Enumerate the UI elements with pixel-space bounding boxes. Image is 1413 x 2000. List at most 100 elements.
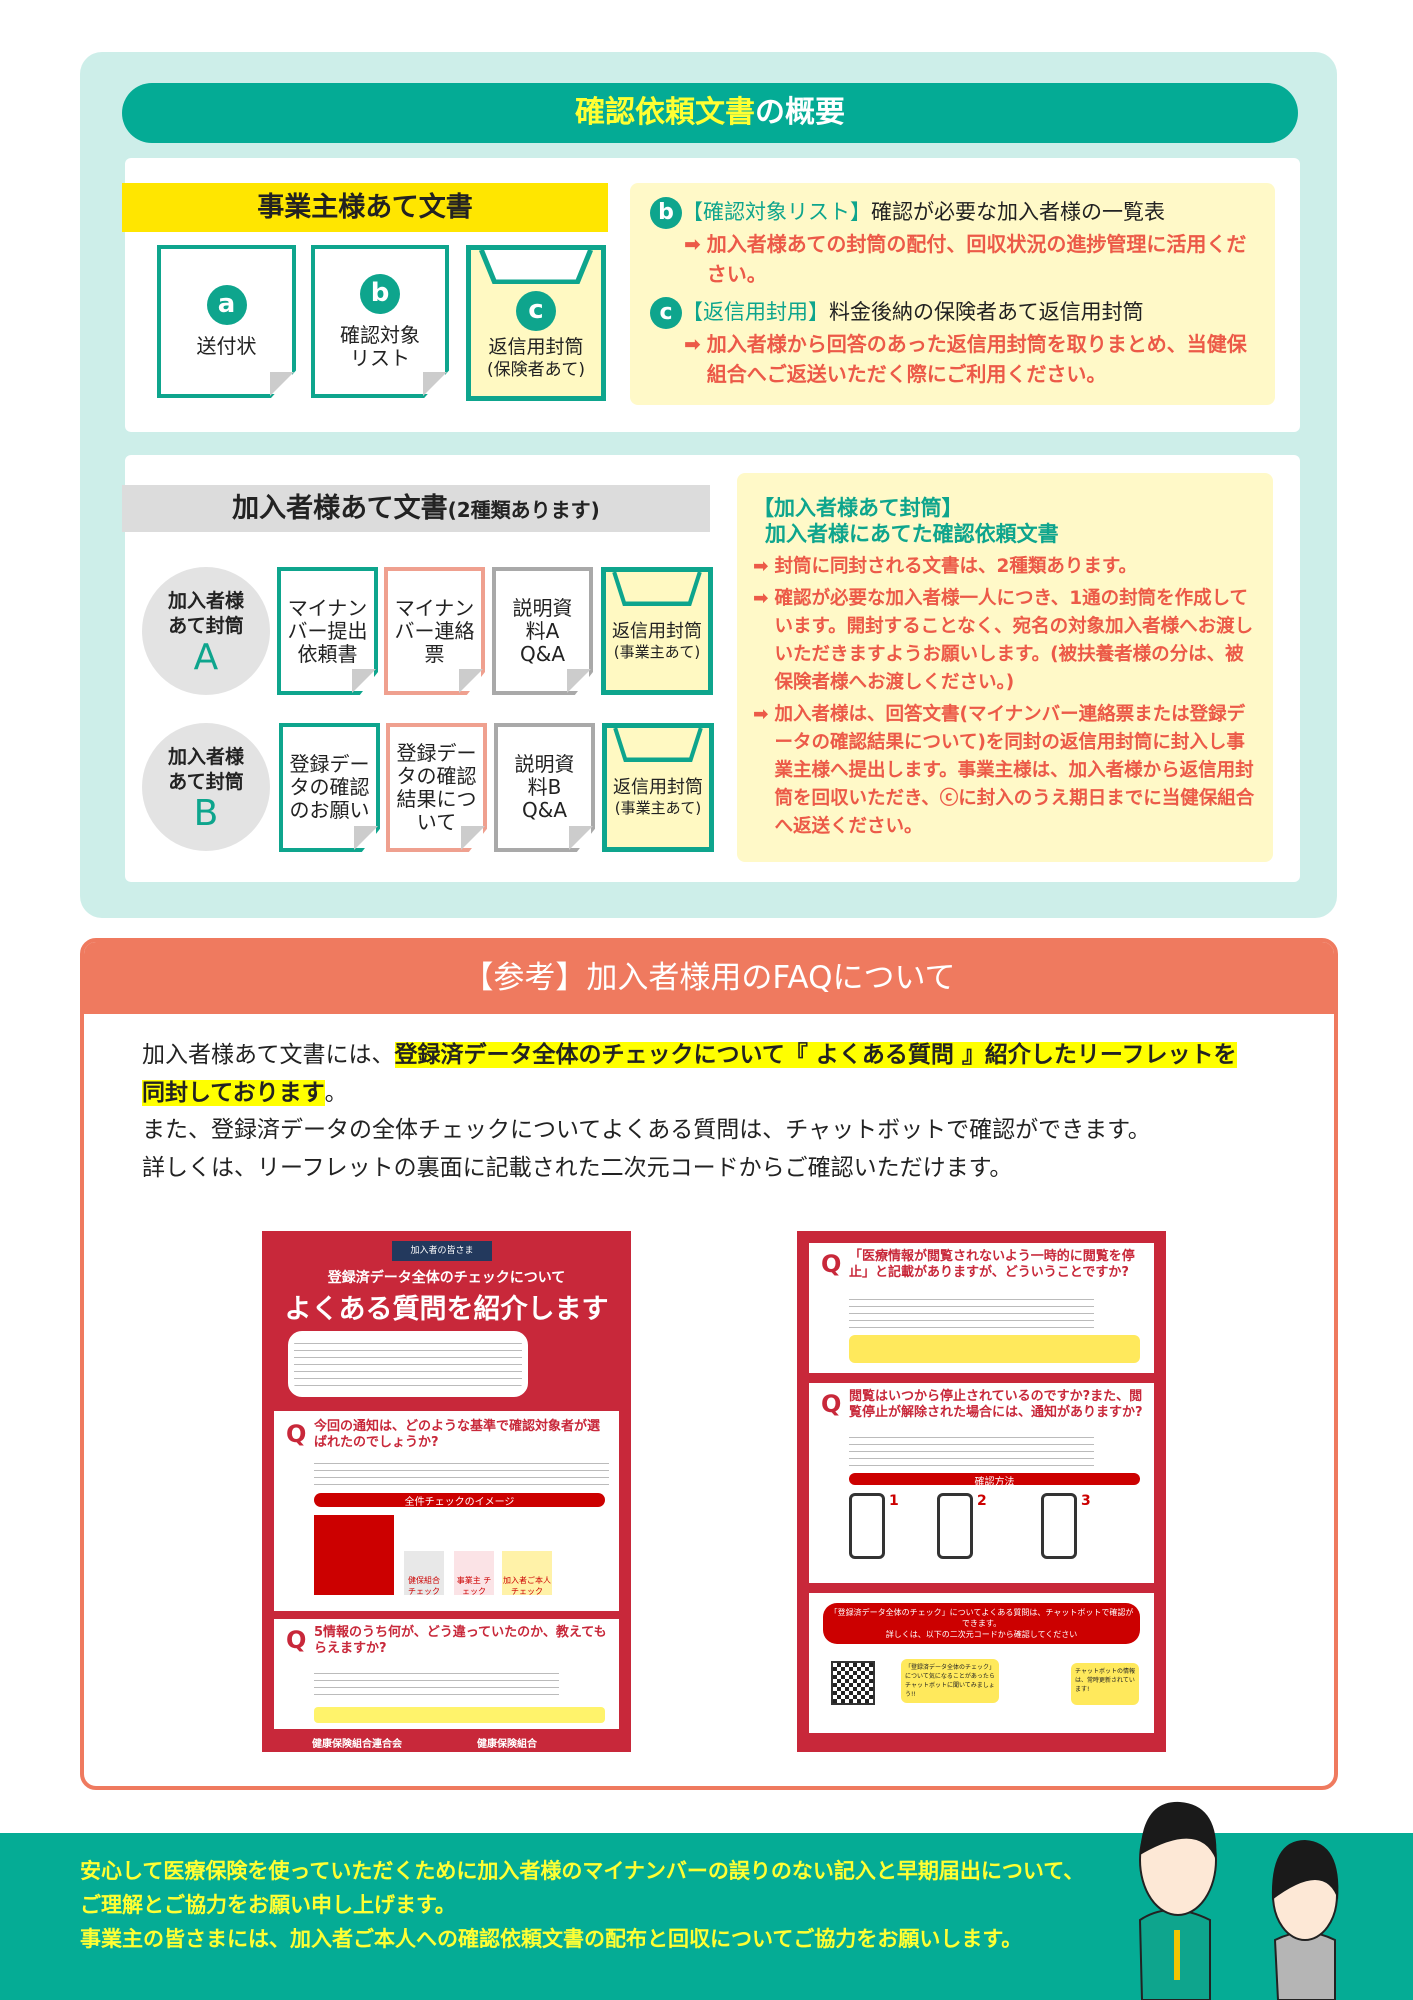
badge-b: b xyxy=(360,273,400,314)
leaflet-bar: 全件チェックのイメージ xyxy=(314,1493,605,1508)
doc-mynumber-contact: マイナンバー連絡票 xyxy=(384,567,485,695)
speech-bubble: 「登録済データ全体のチェック」について気になることがあったらチャットボットに聞い… xyxy=(901,1659,999,1703)
envelope-letter: B xyxy=(193,793,219,835)
envelope-flap-icon xyxy=(607,727,709,762)
faq-section: 【参考】加入者様用のFAQについて 加入者様あて文書には、登録済データ全体のチェ… xyxy=(80,938,1338,1790)
leaflet-bar: 確認方法 xyxy=(849,1473,1140,1488)
arrow-icon: ➡ xyxy=(684,232,701,256)
employer-note: b【確認対象リスト】確認が必要な加入者様の一覧表 ➡加入者様あての封筒の配付、回… xyxy=(630,183,1275,405)
doc-sublabel: (保険者あて) xyxy=(487,360,585,381)
speech-bubble: チャットボットの情報は、常時更新されています! xyxy=(1071,1663,1139,1705)
envelope-flap-icon xyxy=(471,249,601,284)
highlight-text: 同封しております xyxy=(142,1080,325,1106)
flow-step: 事業主 チェック xyxy=(454,1551,494,1596)
doc-label: 説明資料A Q&A xyxy=(512,595,573,666)
doc-label: 返信用封筒 xyxy=(612,620,702,642)
leaflet-title: よくある質問を紹介します xyxy=(284,1294,609,1325)
footer-line: ご理解とご協力をお願い申し上げます。 xyxy=(80,1893,456,1917)
faq-paragraph-2: また、登録済データの全体チェックについてよくある質問は、チャットボットで確認がで… xyxy=(142,1117,1151,1143)
doc-label: 説明資料B Q&A xyxy=(514,752,575,822)
doc-return-envelope-employer: 返信用封筒(事業主あて) xyxy=(602,723,714,852)
leaflet-question: 「医療情報が閲覧されないよう一時的に閲覧を停止」と記載がありますが、どういうこと… xyxy=(819,1249,1144,1282)
leaflet-ribbon: 加入者の皆さま xyxy=(392,1241,492,1261)
leaflet-back-image: 「医療情報が閲覧されないよう一時的に閲覧を停止」と記載がありますが、どういうこと… xyxy=(797,1231,1166,1752)
note-text: 料金後納の保険者あて返信用封筒 xyxy=(829,300,1144,324)
note-item: 確認が必要な加入者様一人につき、1通の封筒を作成しています。開封することなく、宛… xyxy=(774,588,1254,693)
leaflet-qa-card: 今回の通知は、どのような基準で確認対象者が選ばれたのでしょうか? 全件チェックの… xyxy=(274,1411,619,1611)
employer-header: 事業主様あて文書 xyxy=(122,183,608,232)
note-item: 封筒に同封される文書は、2種類あります。 xyxy=(774,556,1138,577)
badge-a: a xyxy=(206,285,247,325)
badge-c: c xyxy=(516,290,556,331)
doc-data-check-request: 登録データの確認のお願い xyxy=(279,723,380,852)
leaflet-chatbot-banner: 「登録済データ全体のチェック」についてよくある質問は、チャットボットで確認ができ… xyxy=(823,1603,1140,1644)
leaflet-front-image: 加入者の皆さま 登録済データ全体のチェックについて よくある質問を紹介します 今… xyxy=(262,1231,631,1752)
leaflet-answer-text xyxy=(314,1667,559,1701)
leaflet-question: 閲覧はいつから停止されているのですか?また、閲覧停止が解除された場合には、通知が… xyxy=(819,1389,1144,1422)
doc-label: 送付状 xyxy=(196,334,257,358)
doc-label: マイナンバー連絡票 xyxy=(394,595,475,666)
text: 詳しくは、以下の二次元コードから確認してください xyxy=(885,1630,1078,1639)
label: あて封筒 xyxy=(168,614,244,637)
doc-label: 確認対象リスト xyxy=(340,322,420,370)
doc-label: 登録データの確認結果について xyxy=(396,740,477,834)
faq-title: 【参考】加入者様用のFAQについて xyxy=(84,942,1334,1014)
note-tag: 【返信用封用】 xyxy=(682,300,829,324)
note-tag: 【確認対象リスト】 xyxy=(682,200,871,224)
step-number: 2 xyxy=(977,1493,987,1509)
flow-step: 健保組合 チェック xyxy=(404,1551,444,1596)
bowing-staff-illustration xyxy=(1138,1801,1339,2000)
flow-step: 加入者ご本人 チェック xyxy=(502,1551,552,1596)
faq-paragraph-1: 加入者様あて文書には、登録済データ全体のチェックについて『 よくある質問 』紹介… xyxy=(142,1040,1237,1070)
arrow-icon: ➡ xyxy=(684,332,701,356)
leaflet-qa-card: 5情報のうち何が、どう違っていたのか、教えてもらえますか? xyxy=(274,1619,619,1729)
badge-c: c xyxy=(650,297,682,329)
member-note: 【加入者様あて封筒】 加入者様にあてた確認依頼文書 ➡封筒に同封される文書は、2… xyxy=(737,473,1273,862)
doc-label: マイナンバー提出依頼書 xyxy=(287,595,368,666)
leaflet-note xyxy=(849,1335,1140,1363)
text: 加入者様あて文書には、 xyxy=(142,1042,395,1068)
leaflet-question: 5情報のうち何が、どう違っていたのか、教えてもらえますか? xyxy=(284,1625,609,1658)
note-subtitle: 加入者様にあてた確認依頼文書 xyxy=(765,522,1059,546)
qr-code-icon xyxy=(831,1661,875,1705)
step-number: 1 xyxy=(889,1493,899,1509)
title-highlight: 確認依頼文書 xyxy=(575,95,755,130)
envelope-letter: A xyxy=(193,637,219,679)
text: 。 xyxy=(324,1080,348,1106)
leaflet-footer: 健康保険組合 xyxy=(477,1739,537,1750)
leaflet-chatbot-card: 「登録済データ全体のチェック」についてよくある質問は、チャットボットで確認ができ… xyxy=(809,1593,1154,1733)
doc-sublabel: (事業主あて) xyxy=(613,642,701,661)
leaflet-diagram xyxy=(314,1515,394,1595)
label: 加入者様 xyxy=(167,590,244,612)
doc-label: 登録データの確認のお願い xyxy=(289,752,370,822)
step-number: 3 xyxy=(1081,1493,1091,1509)
arrow-icon: ➡ xyxy=(753,704,769,725)
highlight-text: 登録済データ全体のチェックについて『 よくある質問 』紹介したリーフレットを xyxy=(394,1042,1237,1068)
leaflet-question: 今回の通知は、どのような基準で確認対象者が選ばれたのでしょうか? xyxy=(284,1419,609,1452)
member-header-title: 加入者様あて文書 xyxy=(232,493,448,524)
leaflet-note xyxy=(314,1707,605,1723)
arrow-icon: ➡ xyxy=(753,556,769,577)
phone-screenshot-icon xyxy=(1041,1493,1077,1559)
phone-screenshot-icon xyxy=(937,1493,973,1559)
doc-label: 返信用封筒 xyxy=(613,777,703,799)
leaflet-answer-text xyxy=(314,1457,609,1485)
faq-paragraph-3: 詳しくは、リーフレットの裏面に記載された二次元コードからご確認いただけます。 xyxy=(142,1155,1013,1181)
leaflet-answer-text xyxy=(849,1431,1094,1467)
note-detail: 加入者様あての封筒の配付、回収状況の進捗管理に活用ください。 xyxy=(706,232,1247,286)
leaflet-subtitle: 登録済データ全体のチェックについて xyxy=(327,1270,566,1286)
label: あて封筒 xyxy=(168,770,244,793)
doc-label: 返信用封筒 xyxy=(488,335,584,358)
doc-explanation-a: 説明資料A Q&A xyxy=(492,567,593,695)
doc-mynumber-request: マイナンバー提出依頼書 xyxy=(277,567,378,695)
doc-target-list: b 確認対象リスト xyxy=(311,245,449,398)
doc-sublabel: (事業主あて) xyxy=(614,799,702,818)
note-text: 確認が必要な加入者様の一覧表 xyxy=(871,200,1165,224)
leaflet-footer: 健康保険組合連合会 xyxy=(312,1739,402,1750)
footer-line: 安心して医療保険を使っていただくために加入者様のマイナンバーの誤りのない記入と早… xyxy=(80,1859,1085,1883)
doc-cover-letter: a 送付状 xyxy=(157,245,296,398)
leaflet-qa-card: 「医療情報が閲覧されないよう一時的に閲覧を停止」と記載がありますが、どういうこと… xyxy=(809,1243,1154,1373)
envelope-flap-icon xyxy=(606,571,708,606)
